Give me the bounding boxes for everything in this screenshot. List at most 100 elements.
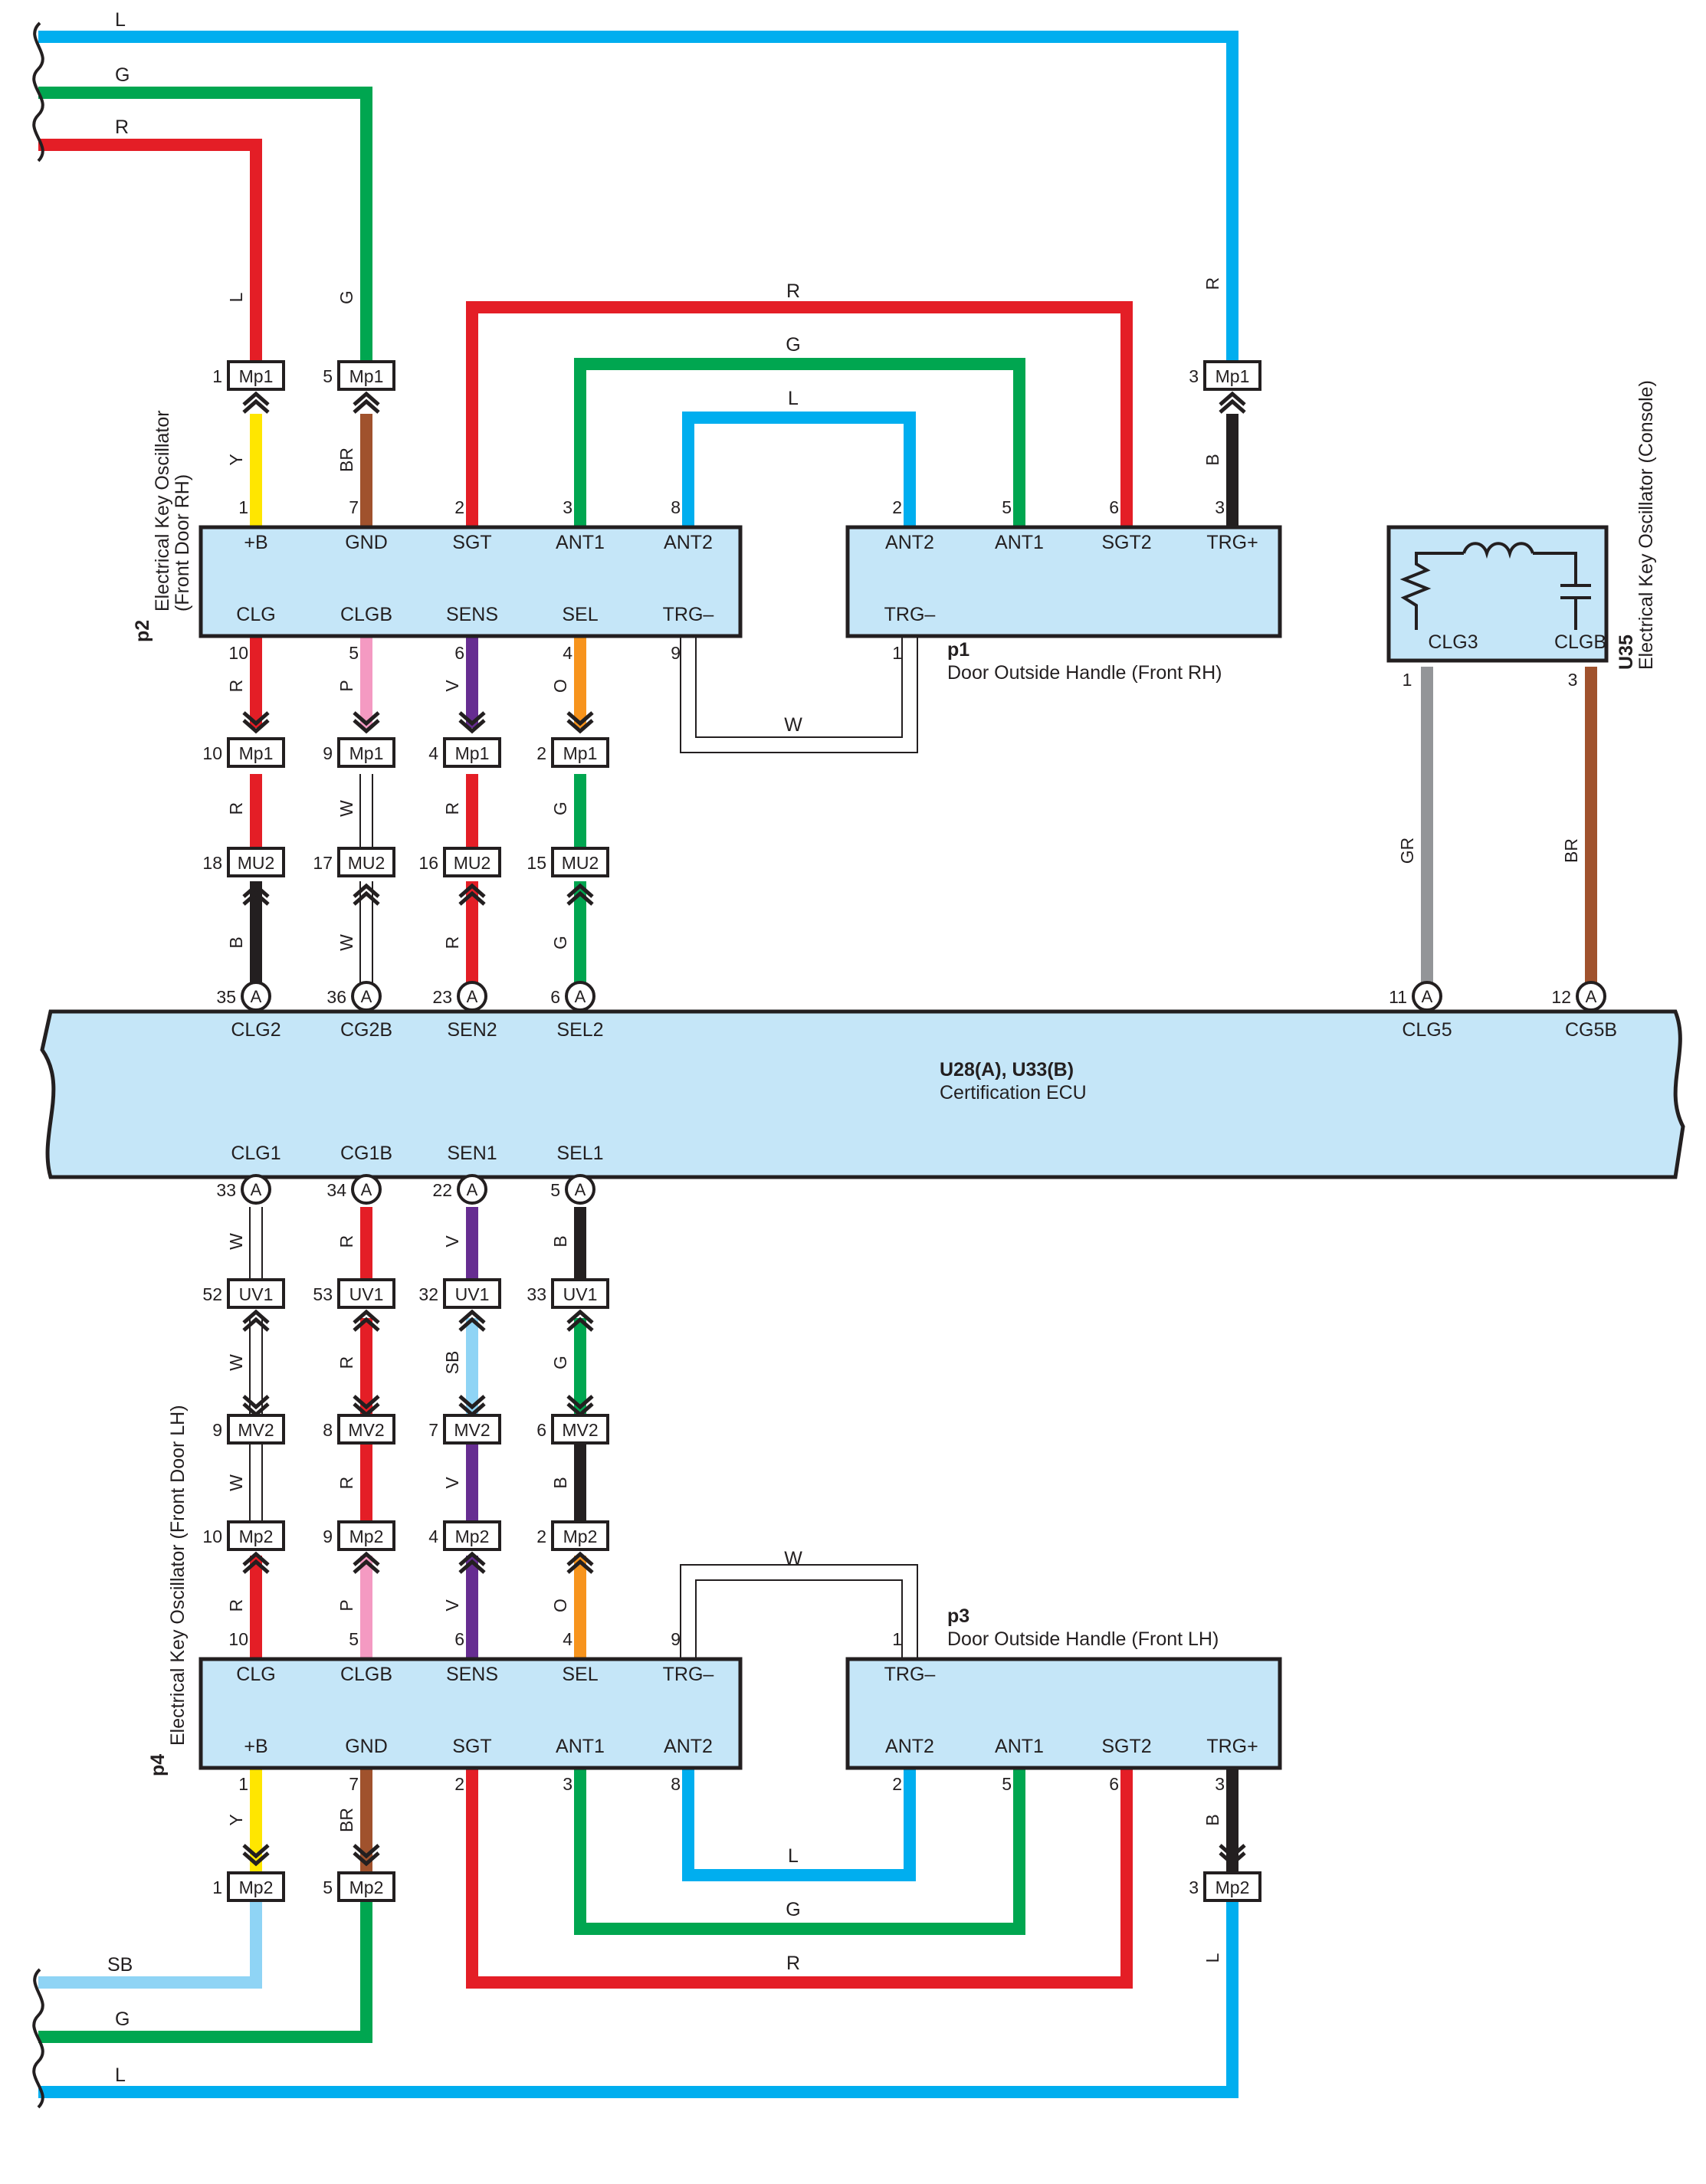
wire-color-r: R [336,1235,356,1248]
harness-break-top [32,21,44,162]
wire-color-g: G [336,290,356,304]
wire-bottom-loop-w-fill [681,1566,917,1659]
connector-box [443,1520,501,1551]
wire-color-b: B [550,1235,570,1247]
ecu-pin-conn: A [1422,987,1433,1006]
connector-box [227,1414,285,1445]
p2-row1-pin-number: 1 [238,497,248,517]
p3-row2-pin-name: ANT1 [995,1736,1044,1757]
ecu-pin-circle [351,981,382,1012]
connector-name: Mp1 [239,366,274,386]
ecu-pin-name: SEL2 [556,1019,603,1041]
connector-box [337,737,395,768]
wire-color-v: V [442,1235,462,1248]
bottom-harness-l-label: L [115,2064,126,2086]
p4-row2-pin-name: SGT [452,1736,491,1757]
chevron-up-icon [242,883,270,906]
p4-row1-pin-name: CLGB [340,1664,392,1685]
ecu-pin-name: SEN1 [447,1143,497,1164]
chevron-up-icon [353,1309,380,1332]
wire-color-w: W [336,934,356,951]
connector-name: Mp2 [239,1877,274,1897]
wire-color-br: BR [336,448,356,472]
ecu-desc: Certification ECU [940,1082,1087,1103]
wire-top-l [38,31,1238,380]
chevron-up-icon [242,391,270,414]
wire-bottom-loop-r [466,1766,1133,1989]
p3-row2-pin-number: 2 [892,1774,902,1794]
connector-name: MV2 [238,1420,274,1440]
chevron-up-icon [458,1309,486,1332]
connector-pin-number: 15 [527,853,546,873]
bottom-harness-g-label: G [115,2009,130,2030]
wire-color-y: Y [226,1814,246,1825]
connector-pin-number: 1 [212,1877,222,1897]
p2-key-oscillator-rh-box [198,525,743,638]
connector-name: UV1 [563,1284,598,1304]
connector-pin-number: 16 [418,853,438,873]
ecu-pin-name: CG2B [340,1019,392,1041]
wire-top-r [38,139,262,372]
p2-row2-pin-number: 6 [454,643,464,663]
connector-pin-number: 9 [323,743,333,763]
ecu-pin-conn: A [251,987,262,1006]
u35-pin-name: CLG3 [1428,631,1478,653]
p3-row2-pin-number: 3 [1215,1774,1225,1794]
wire-loop-sgt-r [466,301,1133,529]
connector-name: UV1 [455,1284,490,1304]
p1-row2-pin-name: TRG– [884,604,936,625]
ecu-pin-conn: A [361,1180,372,1199]
wire-loop-ant1-g [574,358,1025,529]
p1-row1-pin-number: 6 [1109,497,1119,517]
wire-color-r: R [336,1356,356,1369]
p4-row1-pin-name: SEL [562,1664,598,1685]
p4-row1-pin-number: 4 [563,1629,572,1649]
p4-row2-pin-name: ANT1 [556,1736,605,1757]
top-loop-w-label: W [784,714,802,736]
wire-color-r: R [226,680,246,693]
u35-key-oscillator-console-box [1386,525,1609,663]
p1-row2-pin-number: 1 [892,643,902,663]
p4-row2-pin-number: 1 [238,1774,248,1794]
ecu-pin-conn: A [467,1180,478,1199]
p4-row1-pin-number: 9 [671,1629,681,1649]
ecu-pin-circle [457,1174,487,1205]
wire-color-br: BR [1561,838,1581,863]
p2-desc1: Electrical Key Oscillator [152,410,173,612]
wire-loop-ant2-l [682,412,916,529]
wire-color-g: G [550,1356,570,1369]
connector-name: MU2 [348,853,385,873]
p2-row1-pin-number: 7 [349,497,359,517]
chevron-up-icon [353,883,380,906]
connector-pin-number: 33 [527,1284,546,1304]
u35-title-group: U35 [1616,635,1637,670]
connector-box [1203,360,1261,391]
p2-row2-pin-name: CLG [236,604,275,625]
connector-box [443,737,501,768]
connector-box [227,1871,285,1902]
chevron-up-icon [353,1551,380,1574]
chevron-down-icon [242,711,270,734]
wire-color-v: V [442,1477,462,1489]
connector-name: MU2 [454,853,491,873]
p4-row2-pin-number: 7 [349,1774,359,1794]
connector-box [337,847,395,877]
p2-row2-pin-number: 5 [349,643,359,663]
bot-loop-l-label: L [788,1845,799,1867]
chevron-up-icon [458,1551,486,1574]
connector-box [1203,1871,1261,1902]
connector-box [443,1414,501,1445]
p4-row2-pin-name: GND [345,1736,388,1757]
pins-layer: A35CLG2A36CG2BA23SEN2A6SEL2A11CLG5A12CG5… [216,981,1617,1205]
